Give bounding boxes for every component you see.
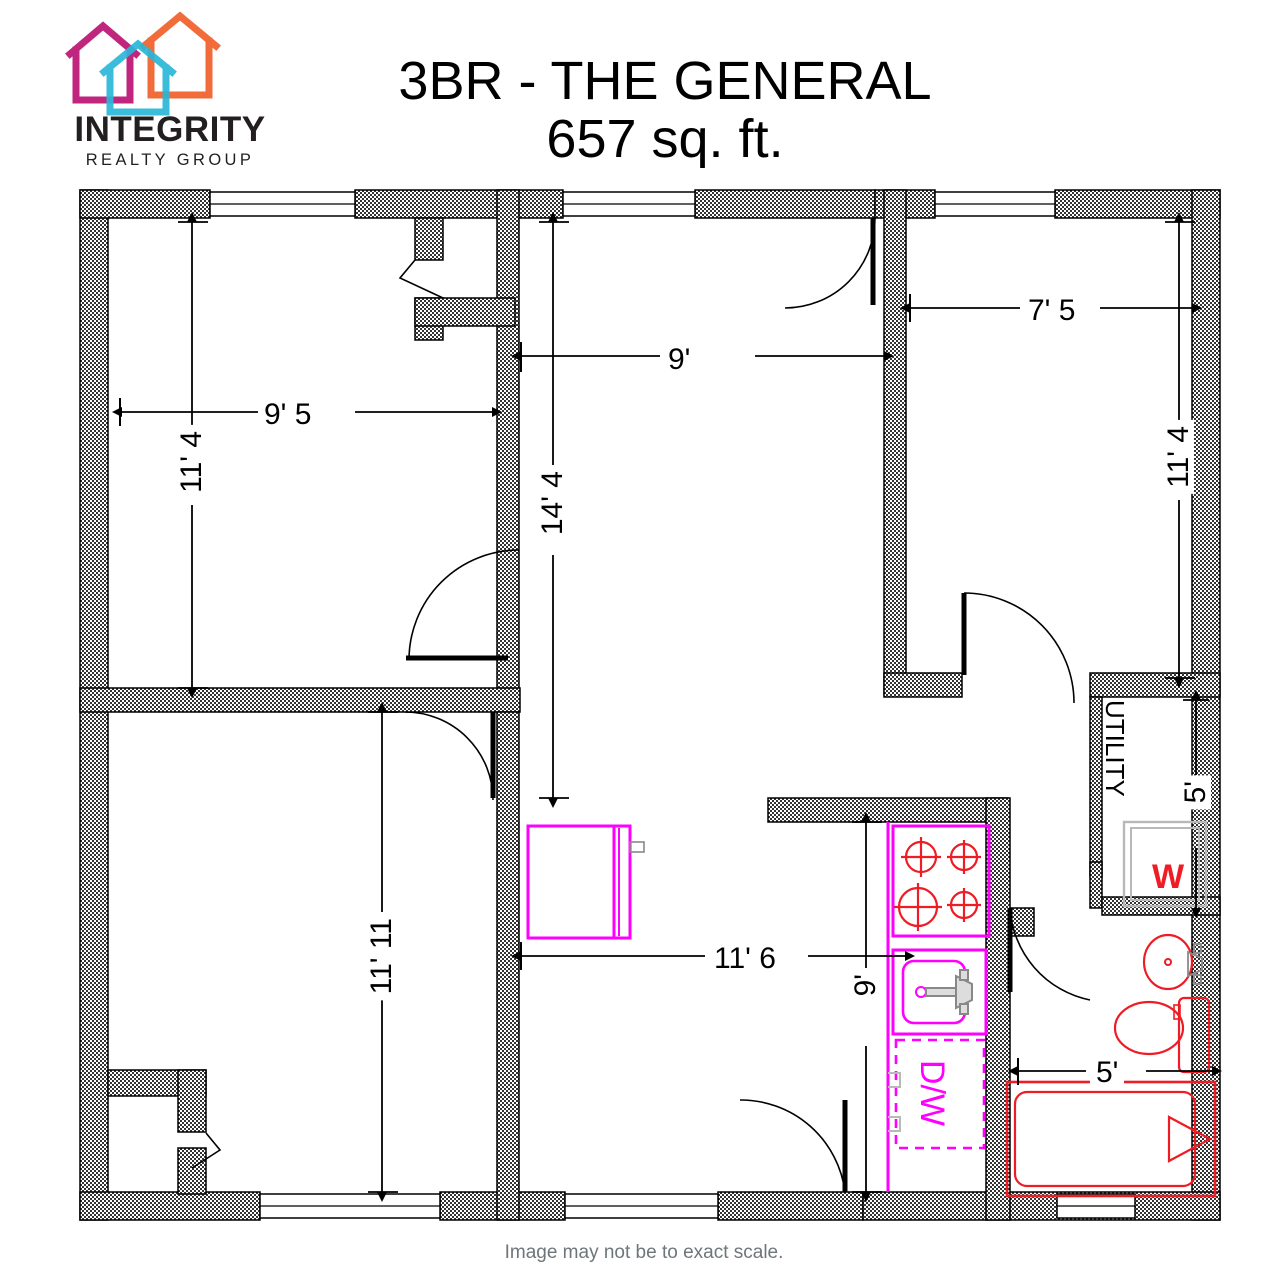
toilet-bowl	[1113, 1000, 1185, 1056]
window-group	[209, 191, 1136, 1219]
sink-counter	[891, 948, 988, 1036]
bathtub-inner	[1013, 1090, 1197, 1188]
toilet-tank	[1177, 996, 1211, 1074]
dishwasher-handle-bottom	[888, 1116, 901, 1132]
stove-body	[891, 824, 991, 938]
dimension-utility-depth: 5'	[1179, 775, 1212, 810]
refrigerator-handle	[629, 841, 645, 853]
dimension-bedroom2-width: 9'	[662, 345, 697, 375]
refrigerator-body	[526, 824, 616, 940]
washer-outer	[1122, 820, 1208, 908]
title-plan-name: 3BR - THE GENERAL	[398, 51, 932, 111]
door-bedroom1-arc	[408, 549, 520, 661]
door-bedroom3-arc	[963, 592, 1075, 704]
closet-door-living	[192, 1133, 212, 1148]
dimension-bedroom1-width: 9' 5	[258, 400, 318, 430]
page-title: 3BR - THE GENERAL 657 sq. ft.	[300, 52, 1030, 168]
wall-interior-bed3-bottom-right	[1089, 672, 1221, 698]
door-entry-arc	[739, 1099, 846, 1193]
dimension-bedroom1-depth: 11' 4	[175, 425, 208, 499]
sink-faucet	[915, 969, 973, 1015]
utility-fixtures	[1122, 820, 1208, 908]
washer-inner	[1130, 827, 1200, 901]
appliance-label-dishwasher: D/W	[913, 1060, 951, 1127]
wall-closet-living-jamb	[177, 1147, 207, 1195]
wall-exterior-top-mid2	[694, 189, 876, 219]
bathroom-fixtures	[1005, 933, 1217, 1198]
bath-sink-faucet	[1187, 943, 1203, 985]
kitchen-fixtures	[526, 822, 991, 1192]
room-label-utility: UTILITY	[1100, 700, 1130, 797]
bathtub-outer	[1005, 1080, 1217, 1198]
dimension-bedroom2-depth: 14' 4	[536, 465, 569, 542]
wall-interior-bed1-living	[79, 687, 521, 713]
stove-burners	[894, 837, 981, 931]
dimension-living-depth: 11' 11	[365, 912, 398, 1001]
wall-utility-left-lower	[1089, 861, 1103, 909]
wall-exterior-top-left	[79, 189, 211, 219]
dishwasher-body	[894, 1038, 986, 1150]
wall-group	[79, 189, 1221, 1221]
wall-interior-bed2-bed3	[883, 189, 907, 696]
appliance-label-washer: W	[1152, 858, 1185, 896]
bathtub-drain	[1167, 1115, 1213, 1163]
logo-wordmark: INTEGRITY	[74, 110, 266, 149]
wall-interior-living-kitchen	[496, 711, 520, 1221]
door-living-arc	[404, 711, 494, 801]
logo-tagline: REALTY GROUP	[85, 151, 255, 169]
wall-interior-bed1-bed2	[496, 189, 520, 713]
dimension-kitchen-width: 11' 6	[708, 944, 782, 974]
company-logo: INTEGRITY REALTY GROUP	[40, 8, 300, 188]
dishwasher-handle-top	[888, 1072, 901, 1088]
wall-exterior-bottom-left	[79, 1191, 261, 1221]
refrigerator-door	[612, 824, 632, 940]
bath-sink-basin	[1142, 933, 1194, 991]
dimension-bedroom3-depth: 11' 4	[1162, 420, 1195, 494]
closet-door-bedroom1	[398, 259, 444, 299]
wall-exterior-top-mid1	[354, 189, 564, 219]
logo-houses-icon	[65, 11, 221, 116]
dimension-lines	[112, 212, 1222, 1202]
title-square-footage: 657 sq. ft.	[546, 109, 784, 169]
wall-interior-bed3-bottom-left	[883, 672, 963, 698]
toilet-tank-lever	[1173, 1004, 1181, 1020]
wall-closet-bed1-back	[414, 297, 516, 327]
wall-kitchen-top	[767, 797, 1009, 823]
door-group	[191, 217, 1091, 1193]
closet-door-living-fold	[191, 1132, 222, 1169]
dimension-bathroom-width: 5'	[1090, 1058, 1125, 1088]
footer-disclaimer: Image may not be to exact scale.	[504, 1242, 784, 1263]
door-bedroom2-arc	[784, 217, 876, 309]
dimension-bedroom3-width: 7' 5	[1022, 296, 1082, 326]
dimension-kitchen-depth: 9'	[849, 968, 882, 1003]
wall-closet-bed1-top	[414, 217, 444, 261]
wall-exterior-bottom-mid2	[717, 1191, 864, 1221]
wall-closet-living-side	[177, 1069, 207, 1133]
